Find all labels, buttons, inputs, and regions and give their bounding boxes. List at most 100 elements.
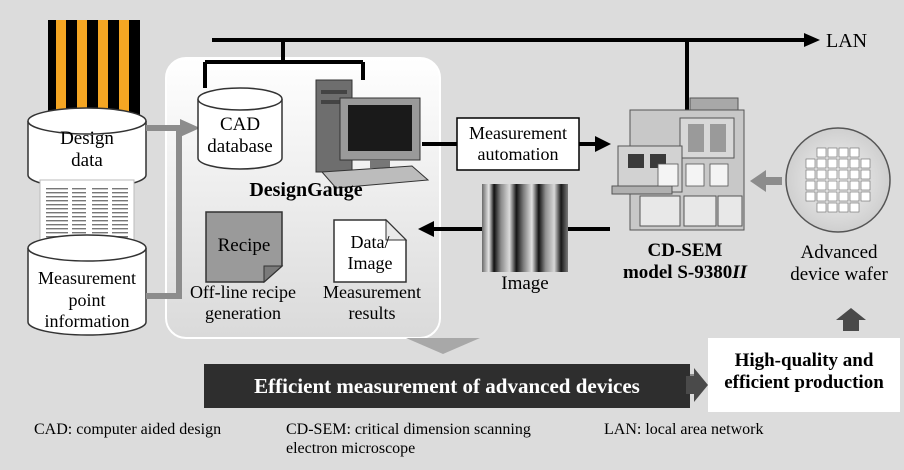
design-pattern-image	[48, 20, 140, 120]
recipe-document	[205, 211, 284, 284]
computer-icon	[315, 79, 430, 189]
measurement-point-line3: information	[44, 311, 130, 332]
wafer-die	[805, 158, 816, 169]
results-caption: Measurement results	[310, 282, 434, 323]
wafer-die	[805, 191, 816, 202]
wafer-die	[860, 180, 871, 191]
wafer-die	[849, 169, 860, 180]
sheet-text-line	[112, 196, 128, 198]
sheet-text-line	[72, 188, 86, 190]
sheet-text-line	[46, 200, 68, 202]
wafer-die	[827, 180, 838, 191]
sheet-text-line	[112, 188, 128, 190]
wafer-die	[838, 169, 849, 180]
measurement-point-cylinder	[27, 234, 147, 336]
sheet-text-line	[92, 188, 108, 190]
automation-line2: automation	[477, 143, 559, 164]
production-label: High-quality and efficient production	[708, 350, 900, 394]
wafer-die	[827, 191, 838, 202]
sheet-text-line	[112, 224, 128, 226]
image-label: Image	[501, 273, 549, 294]
down-arrow	[406, 338, 480, 354]
results-caption-line1: Measurement	[323, 282, 421, 302]
recipe-caption-line1: Off-line recipe	[189, 282, 297, 302]
sheet-text-line	[112, 220, 128, 222]
production-line2: efficient production	[724, 371, 884, 393]
sheet-text-line	[92, 220, 108, 222]
production-box	[708, 338, 900, 412]
wafer-die	[849, 202, 860, 213]
sheet-text-line	[92, 228, 108, 230]
wafer-die	[838, 158, 849, 169]
sheet-text-line	[92, 200, 108, 202]
sheet-text-line	[72, 208, 86, 210]
wafer-die	[838, 147, 849, 158]
cd-sem-label: CD-SEM model S-9380II	[600, 240, 770, 284]
sheet-text-line	[112, 200, 128, 202]
design-data-line2: data	[71, 149, 103, 171]
cd-sem-model-suffix: II	[732, 261, 748, 283]
results-caption-line2: results	[348, 302, 396, 323]
sheet-text-line	[72, 216, 86, 218]
measurement-point-line1: Measurement	[38, 268, 136, 288]
footnote-cad: CAD: computer aided design	[34, 421, 222, 438]
recipe-doc-label: Recipe	[217, 235, 271, 256]
sheet-text-line	[112, 192, 128, 194]
sheet-text-line	[72, 204, 86, 206]
cad-database-line2: database	[207, 135, 273, 157]
sheet-text-line	[46, 204, 68, 206]
sheet-text-line	[92, 192, 108, 194]
sheet-text-line	[46, 192, 68, 194]
banner-to-production-arrow	[686, 368, 708, 402]
wafer-die	[860, 191, 871, 202]
wafer-label: Advanced device wafer	[780, 242, 898, 286]
sheet-text-line	[92, 208, 108, 210]
banner-text: Efficient measurement of advanced device…	[254, 374, 640, 398]
wafer-die	[816, 191, 827, 202]
design-data-line1: Design	[60, 128, 114, 149]
data-image-line1: Data/	[350, 232, 390, 252]
sheet-text-line	[46, 208, 68, 210]
sheet-text-line	[92, 224, 108, 226]
cad-database-line1: CAD	[219, 114, 261, 135]
data-image-document	[333, 218, 408, 283]
automation-arrows	[422, 136, 611, 152]
wafer-die	[860, 158, 871, 169]
design-data-label: Design data	[28, 128, 146, 172]
footnote-cd-sem-line2: electron microscope	[286, 440, 416, 458]
recipe-caption: Off-line recipe generation	[174, 282, 312, 323]
sheet-text-line	[92, 232, 108, 234]
data-image-doc-label: Data/ Image	[334, 232, 406, 273]
footnote-lan: LAN: local area network	[604, 421, 764, 438]
wafer-die	[838, 180, 849, 191]
sheet-text-line	[112, 208, 128, 210]
sheet-text-line	[112, 228, 128, 230]
measurement-point-label: Measurement point information	[28, 268, 146, 333]
sheet-text-line	[72, 228, 86, 230]
automation-box	[456, 117, 580, 171]
wafer-die	[805, 169, 816, 180]
sheet-text-line	[46, 216, 68, 218]
production-up-arrow	[836, 308, 866, 331]
cd-sem-model: model S-9380	[622, 261, 733, 283]
wafer-die	[805, 180, 816, 191]
production-line1: High-quality and	[734, 350, 874, 371]
wafer-die	[849, 191, 860, 202]
sheet-text-line	[46, 188, 68, 190]
sheet-text-line	[112, 212, 128, 214]
sheet-text-line	[72, 200, 86, 202]
wafer-line2: device wafer	[790, 263, 888, 285]
wafer-die	[838, 191, 849, 202]
sheet-text-line	[72, 224, 86, 226]
wafer-die	[827, 202, 838, 213]
wafer-die	[838, 202, 849, 213]
banner-bar	[204, 364, 696, 408]
data-input-arrows	[146, 119, 200, 299]
sheet-text-line	[112, 232, 128, 234]
sheet-text-line	[72, 196, 86, 198]
sheet-text-line	[92, 196, 108, 198]
wafer-die	[827, 158, 838, 169]
wafer-to-sem-arrow	[750, 170, 782, 192]
